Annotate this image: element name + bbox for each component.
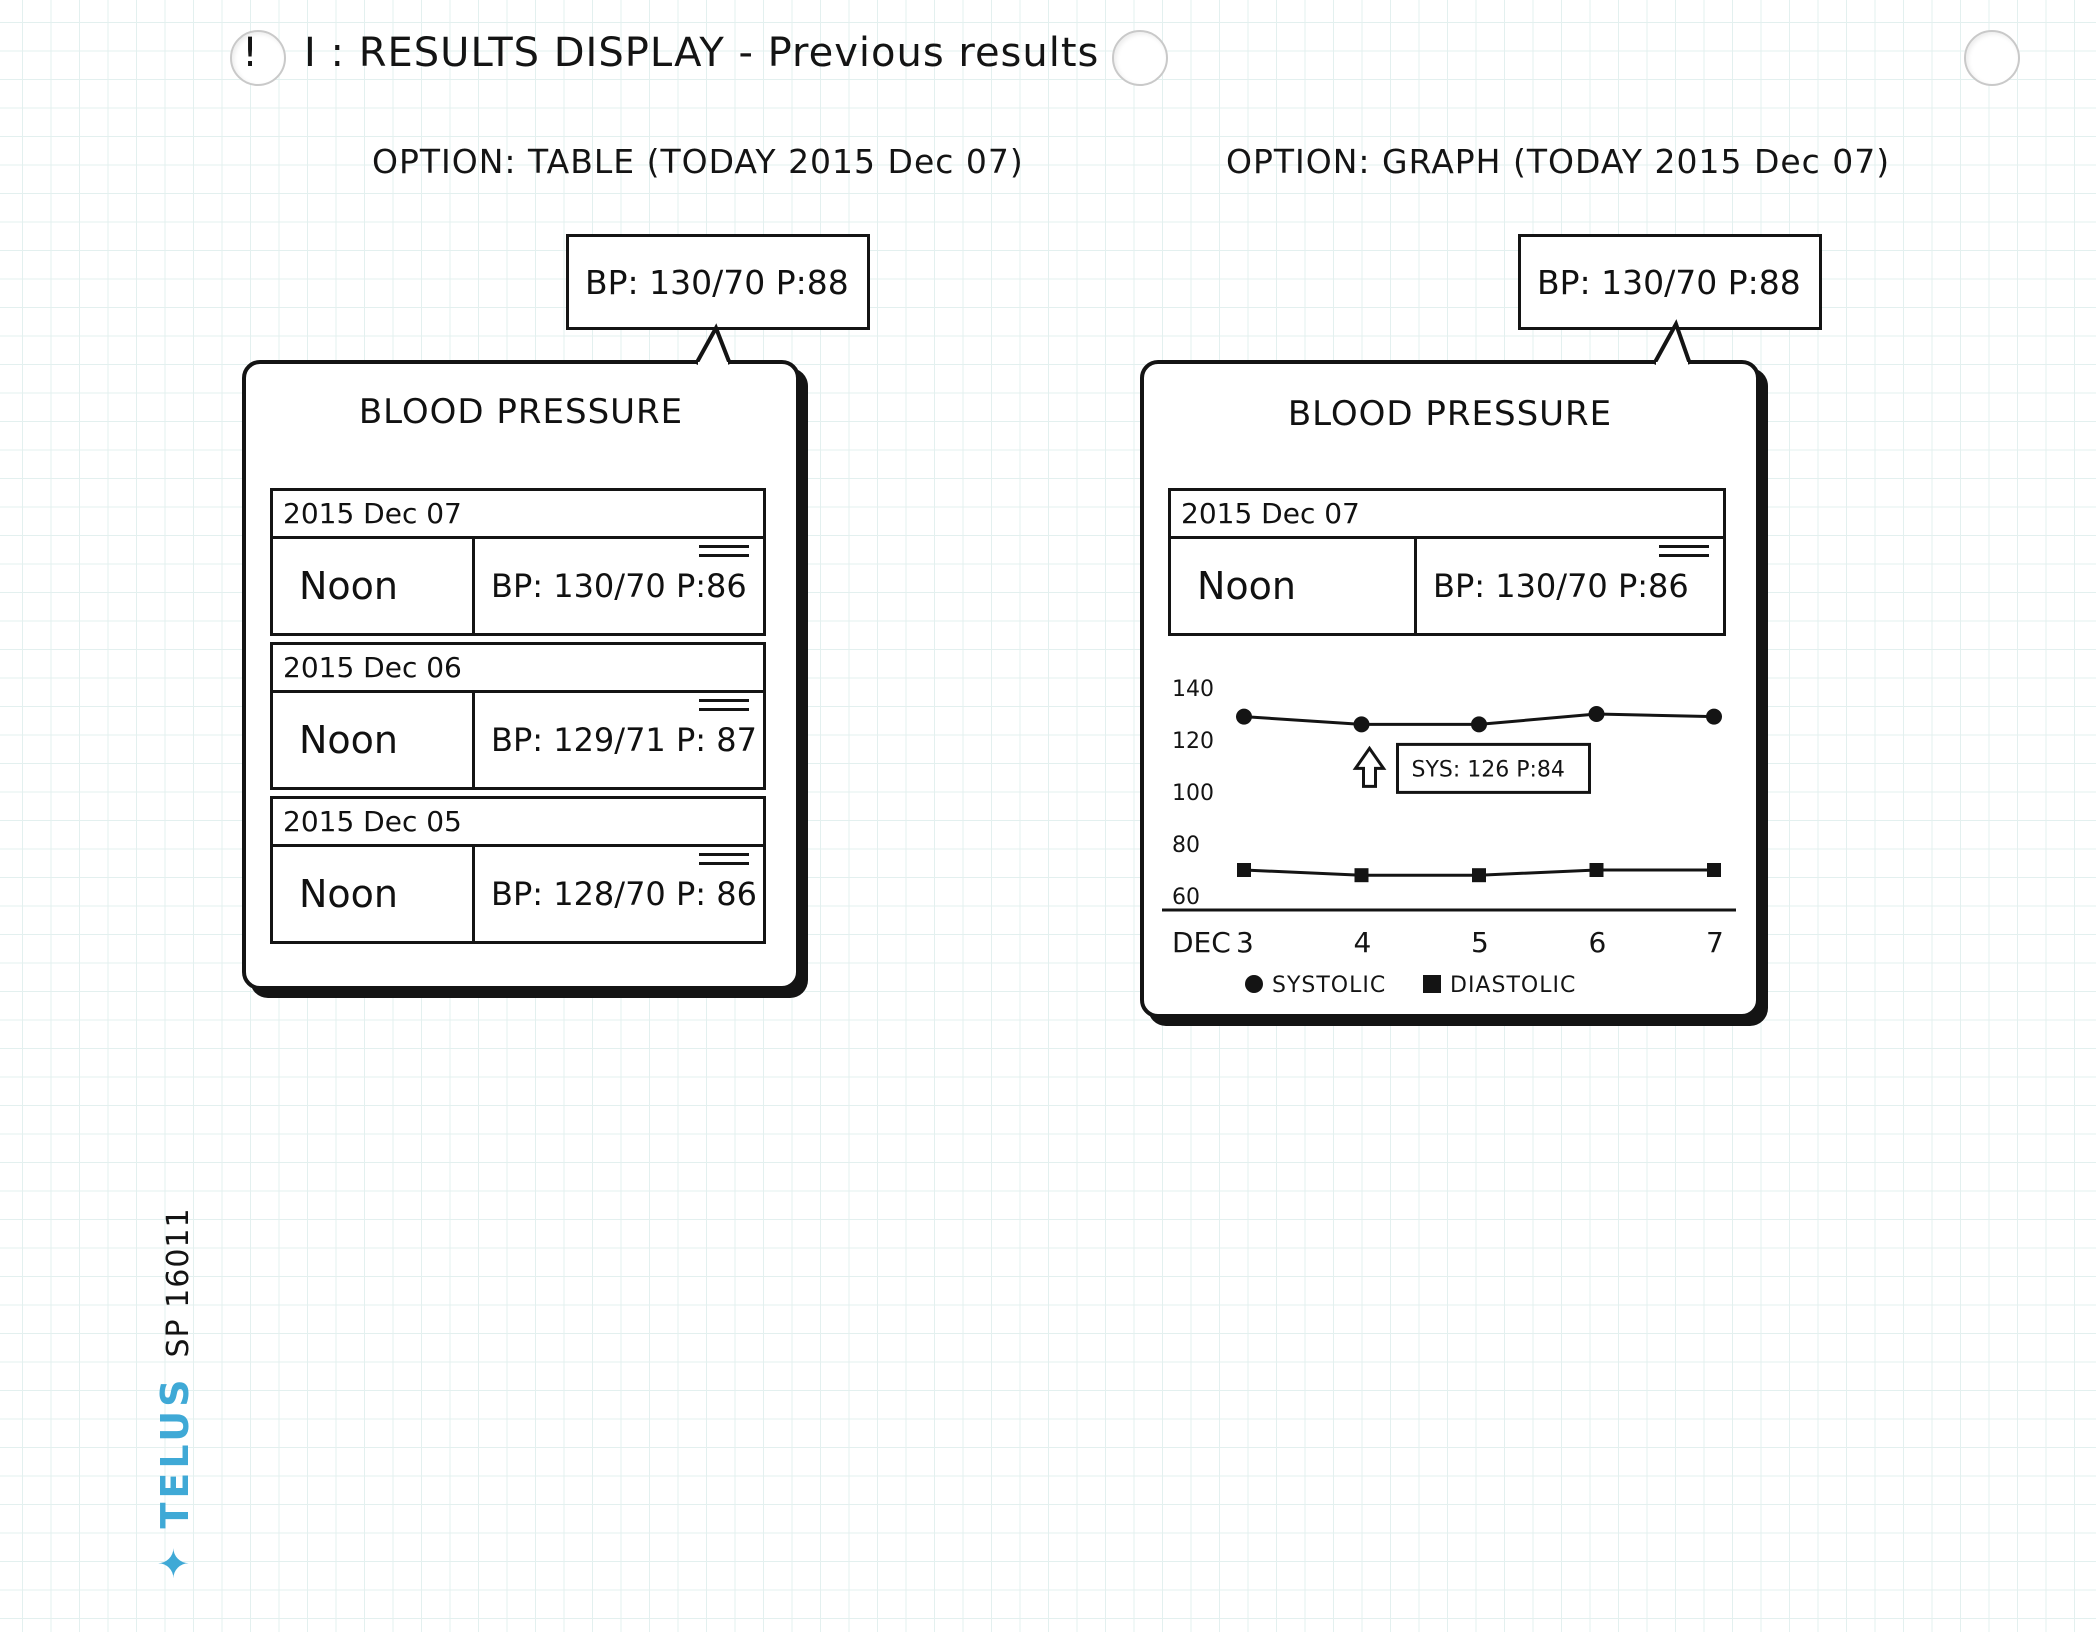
graph-option-label: OPTION: GRAPH (TODAY 2015 Dec 07) (1226, 142, 1891, 181)
table-option-label: OPTION: TABLE (TODAY 2015 Dec 07) (372, 142, 1024, 181)
graph-current-reading[interactable]: BP: 130/70 P:88 (1518, 234, 1822, 330)
tooltip-text: SYS: 126 P:84 (1412, 757, 1565, 782)
page-title-text: I : RESULTS DISPLAY - Previous results (304, 30, 1100, 76)
x-tick-label: 6 (1589, 926, 1607, 959)
graph-row-reading: BP: 130/70 P:86 (1417, 539, 1723, 633)
legend-marker (1245, 975, 1263, 993)
data-point-systolic[interactable] (1588, 706, 1605, 722)
data-point-systolic[interactable] (1236, 708, 1252, 725)
data-point-systolic[interactable] (1706, 708, 1722, 725)
table-date-row: 2015 Dec 05 (270, 796, 766, 844)
cursor-arrow-icon (1352, 745, 1387, 788)
x-tick-label: 7 (1706, 926, 1724, 959)
speech-pointer (1652, 319, 1692, 370)
x-axis-label: DEC (1172, 926, 1231, 959)
table-row-reading: BP: 128/70 P: 86 (475, 847, 763, 941)
data-point-diastolic[interactable] (1589, 863, 1604, 877)
graph-current-reading-text: BP: 130/70 P:88 (1537, 262, 1801, 302)
table-row[interactable]: Noon BP: 128/70 P: 86 (270, 844, 766, 944)
hole-punch (1112, 30, 1168, 86)
flag-icon (699, 699, 749, 711)
table-row-time: Noon (273, 693, 475, 787)
x-tick-label: 4 (1354, 926, 1372, 959)
table-panel-title: BLOOD PRESSURE (358, 392, 684, 432)
speech-pointer (694, 323, 732, 370)
x-tick-label: 3 (1236, 926, 1254, 959)
table-date-row: 2015 Dec 07 (270, 488, 766, 536)
hole-punch (1964, 30, 2020, 86)
flag-icon (699, 545, 749, 557)
x-tick-label: 5 (1471, 926, 1489, 959)
legend-label: SYSTOLIC (1272, 973, 1386, 994)
data-point-diastolic[interactable] (1237, 863, 1251, 877)
table-row-reading: BP: 130/70 P:86 (475, 539, 763, 633)
alert-icon: ! (242, 30, 260, 76)
table-panel: BLOOD PRESSURE 2015 Dec 07 Noon BP: 130/… (242, 323, 800, 990)
data-point-diastolic[interactable] (1354, 868, 1369, 883)
data-point-diastolic[interactable] (1472, 868, 1486, 883)
telus-logo-icon: ✦ (152, 1546, 198, 1580)
table-row[interactable]: Noon BP: 130/70 P:86 (1168, 536, 1726, 636)
table-row[interactable]: Noon BP: 129/71 P: 87 (270, 690, 766, 790)
graph-panel-title: BLOOD PRESSURE (1287, 394, 1613, 434)
brand-mark: ✦ TELUS SP 16011 (152, 1207, 198, 1580)
chart-tooltip: SYS: 126 P:84 (1352, 742, 1591, 794)
y-tick-label: 80 (1172, 833, 1200, 858)
graph-row-reading-text: BP: 130/70 P:86 (1433, 567, 1689, 605)
legend-label: DIASTOLIC (1450, 973, 1576, 994)
legend-marker (1423, 975, 1441, 993)
table-row-reading-text: BP: 128/70 P: 86 (491, 875, 757, 913)
y-tick-label: 60 (1172, 885, 1200, 910)
table-row-reading-text: BP: 130/70 P:86 (491, 567, 747, 605)
y-tick-label: 100 (1172, 781, 1214, 806)
bp-chart: 140 120 100 80 60 DEC 3 4 5 6 7 SYS: 126 P:84 SY… (1162, 677, 1736, 994)
tooltip-box (1396, 742, 1591, 794)
y-tick-label: 120 (1172, 729, 1214, 754)
graph-date-row: 2015 Dec 07 (1168, 488, 1726, 536)
table-row-reading: BP: 129/71 P: 87 (475, 693, 763, 787)
flag-icon (1659, 545, 1709, 557)
table-row-time: Noon (273, 539, 475, 633)
table-current-reading[interactable]: BP: 130/70 P:88 (566, 234, 870, 330)
table-date-row: 2015 Dec 06 (270, 642, 766, 690)
data-point-diastolic[interactable] (1707, 863, 1721, 877)
brand-logo: TELUS (153, 1375, 197, 1529)
table-current-reading-text: BP: 130/70 P:88 (585, 262, 849, 302)
table-row-time: Noon (273, 847, 475, 941)
hole-punch (230, 30, 286, 86)
brand-code: SP 16011 (161, 1207, 196, 1358)
table-row-reading-text: BP: 129/71 P: 87 (491, 721, 757, 759)
table-row[interactable]: Noon BP: 130/70 P:86 (270, 536, 766, 636)
data-point-systolic[interactable] (1471, 716, 1487, 733)
data-point-systolic[interactable] (1353, 716, 1370, 733)
y-tick-label: 140 (1172, 677, 1214, 702)
graph-panel: BLOOD PRESSURE 2015 Dec 07 Noon BP: 130/… (1140, 319, 1760, 1018)
page-title: ! I : RESULTS DISPLAY - Previous results (230, 30, 1099, 76)
flag-icon (699, 853, 749, 865)
graph-row-time: Noon (1171, 539, 1417, 633)
